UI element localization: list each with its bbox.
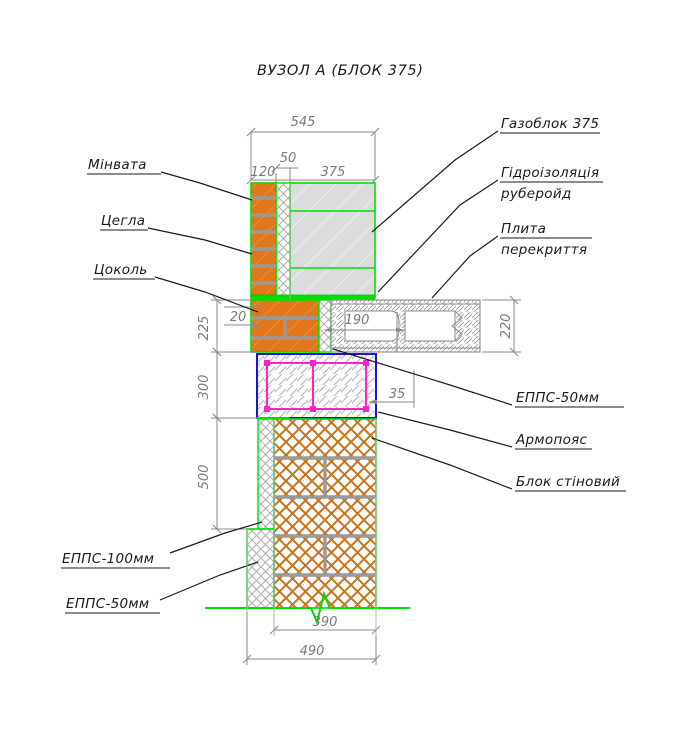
leaders-left — [147, 171, 263, 601]
bottom-break-line — [205, 590, 410, 626]
dim-390-value: 390 — [313, 615, 338, 630]
label-plita-line1: Плита — [501, 221, 546, 237]
label-blok-stinovy: Блок стіновий — [516, 474, 620, 490]
epps100-strip-lower — [246, 528, 275, 609]
dim-190 — [323, 312, 405, 352]
dim-20-value: 20 — [230, 310, 247, 325]
epps-strip-plinth — [318, 299, 332, 353]
label-plita-line2: перекриття — [501, 242, 587, 258]
dim-120-value: 120 — [251, 165, 276, 180]
dim-300-value: 300 — [197, 375, 212, 400]
label-gazoblok-group: Газоблок 375 — [500, 116, 600, 134]
dim-375-value: 375 — [321, 165, 346, 180]
dim-500-value: 500 — [197, 465, 212, 490]
leaders-right — [332, 130, 513, 490]
label-tsegla-group: Цегла — [100, 213, 148, 231]
label-epps50-bottomleft: ЕППС-50мм — [66, 596, 149, 612]
label-minvata-group: Мінвата — [87, 157, 161, 175]
dim-50-value: 50 — [280, 151, 297, 166]
dim-190-value: 190 — [345, 313, 370, 328]
dim-top-overall-value: 545 — [291, 115, 316, 130]
projection-lines — [246, 183, 377, 636]
brick-facing-upper — [250, 182, 277, 298]
label-gidroizolyatsia-line1: Гідроізоляція — [501, 165, 599, 181]
dim-top-overall — [246, 127, 380, 180]
dim-490-value: 490 — [300, 644, 325, 659]
dim-top-chain — [246, 163, 380, 187]
label-armopoyas-group: Армопояс — [515, 432, 592, 450]
dim-20 — [224, 306, 262, 328]
dim-35 — [368, 370, 415, 408]
gasblock-upper — [289, 182, 376, 298]
label-epps100: ЕППС-100мм — [62, 551, 154, 567]
label-tsokol-group: Цоколь — [93, 262, 155, 280]
minvata-strip-upper — [275, 182, 291, 298]
dim-slab-220-value: 220 — [499, 314, 514, 339]
dim-225-value: 225 — [197, 316, 212, 341]
label-armopoyas: Армопояс — [515, 432, 588, 448]
dim-bottom-490 — [242, 612, 381, 665]
label-minvata: Мінвата — [88, 157, 147, 173]
dim-slab-220 — [482, 295, 521, 357]
wall-blocks — [273, 418, 377, 609]
label-gazoblok: Газоблок 375 — [501, 116, 599, 132]
label-gidroizolyatsia-group: Гідроізоляція руберойд — [500, 165, 603, 202]
label-blok-stinovy-group: Блок стіновий — [515, 474, 626, 492]
dim-left-chain — [211, 295, 258, 534]
floor-slab — [330, 299, 481, 353]
dim-35-value: 35 — [389, 387, 406, 402]
label-epps50-right: ЕППС-50мм — [516, 390, 599, 406]
label-tsegla: Цегла — [101, 213, 145, 229]
armopoyas — [256, 353, 377, 419]
label-epps50-right-group: ЕППС-50мм — [515, 390, 624, 408]
label-epps50-bottomleft-group: ЕППС-50мм — [65, 596, 160, 614]
label-plita-group: Плита перекриття — [500, 221, 592, 258]
plinth-brick-row — [250, 299, 320, 353]
drawing-title: ВУЗОЛ А (БЛОК 375) — [257, 63, 424, 79]
label-tsokol: Цоколь — [94, 262, 148, 278]
epps50-strip-lower — [257, 418, 275, 530]
label-epps100-group: ЕППС-100мм — [61, 551, 170, 569]
label-gidroizolyatsia-line2: руберойд — [500, 186, 572, 202]
